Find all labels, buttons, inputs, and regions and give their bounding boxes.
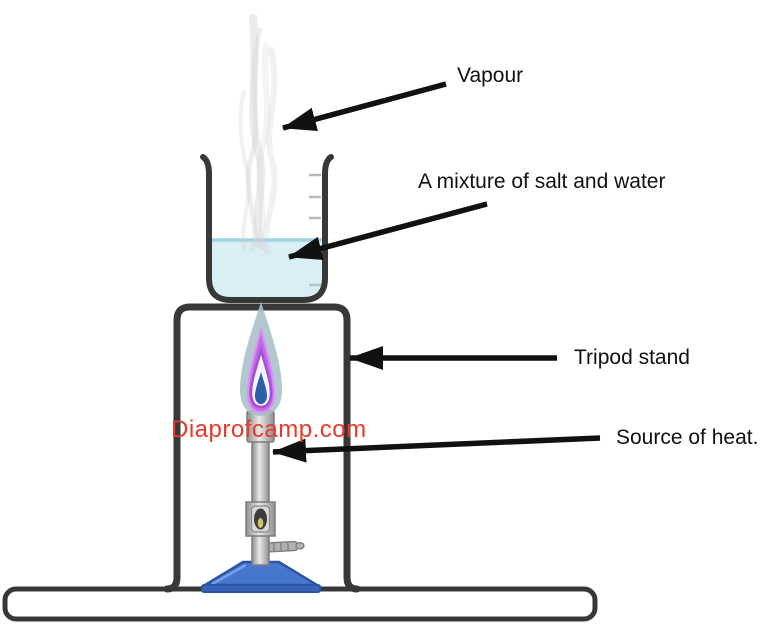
beaker-outline	[200, 154, 334, 303]
callout-arrow-vapour	[282, 81, 447, 131]
burner-base-highlight	[211, 563, 247, 586]
air-hole-glow	[257, 518, 264, 528]
callout-arrow-heat	[272, 435, 601, 463]
bunsen-burner	[200, 302, 322, 593]
smoke-wisp	[255, 42, 271, 248]
smoke-wisp	[262, 47, 278, 255]
vapour-smoke	[238, 14, 278, 255]
watermark: Diaprofcamp.com	[171, 416, 367, 443]
flame-core	[255, 372, 267, 404]
bench-table	[2, 586, 598, 622]
nozzle-tip	[295, 542, 305, 550]
label-mixture: A mixture of salt and water	[418, 170, 666, 193]
burner-base-plate	[201, 584, 321, 593]
smoke-wisp	[249, 14, 266, 250]
smoke-wisp	[245, 27, 263, 253]
callout-arrow-mixture	[288, 201, 488, 261]
burner-collar	[245, 501, 276, 537]
beaker-graduations	[309, 173, 321, 220]
beaker	[200, 154, 334, 303]
callout-arrows	[272, 81, 601, 463]
label-vapour: Vapour	[457, 64, 524, 87]
label-tripod-stand: Tripod stand	[574, 346, 690, 369]
label-source-of-heat: Source of heat.	[616, 426, 759, 449]
smoke-wisp	[238, 90, 251, 250]
burner-flame	[240, 302, 282, 416]
gas-inlet-nozzle	[265, 540, 305, 553]
